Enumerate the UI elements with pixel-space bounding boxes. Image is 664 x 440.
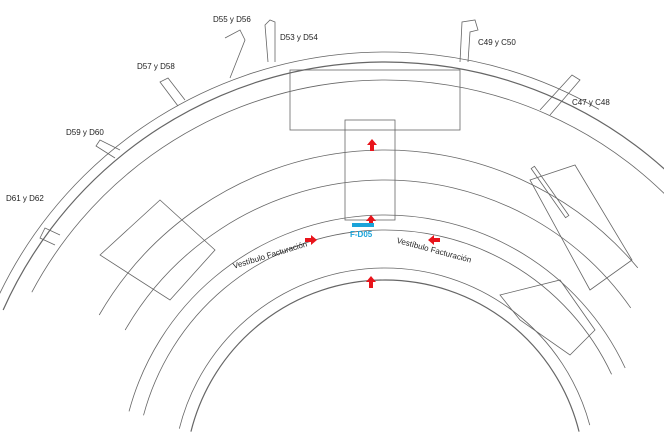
east-annex [499,279,596,356]
arrow-north-upper [367,139,377,151]
apron-arc [0,51,600,295]
west-building [99,199,216,301]
gate-piers [39,19,633,356]
checkin-row-arc [128,214,626,412]
gate-label-c49-c50: C49 y C50 [478,38,516,47]
arrows [305,139,440,288]
gate-label-d57-d58: D57 y D58 [137,62,175,71]
pier-d57 [159,77,186,107]
pier-d53 [264,19,276,63]
gate-label-d59-d60: D59 y D60 [66,128,104,137]
pier-c47 [539,74,581,116]
fd05-marker [352,223,374,227]
stairs [530,165,570,219]
inner-road-arc [190,279,580,432]
pier-d61 [39,227,61,246]
central-corridor [344,119,396,221]
arrow-north-center [366,215,376,227]
arrow-west [428,235,440,245]
arrow-north-entrance [366,276,376,288]
pier-c49 [459,19,479,63]
fd05-label: F-D05 [350,230,373,239]
facade-inner-arc [178,267,591,429]
east-building [529,164,633,291]
gate-label-d61-d62: D61 y D62 [6,194,44,203]
airside-outer-arc [2,61,664,311]
corridor-arc [124,179,632,331]
central-building [289,69,461,131]
gate-label-c47-c48: C47 y C48 [572,98,610,107]
corridor-outer-arc [98,149,639,316]
gate-label-d55-d56: D55 y D56 [213,15,251,24]
pier-d59 [95,139,121,159]
gate-label-d53-d54: D53 y D54 [280,33,318,42]
airside-inner-arc [31,79,664,293]
arrow-east [305,235,317,245]
pier-d55 [224,29,246,79]
checkin-hall-arc [143,229,612,416]
